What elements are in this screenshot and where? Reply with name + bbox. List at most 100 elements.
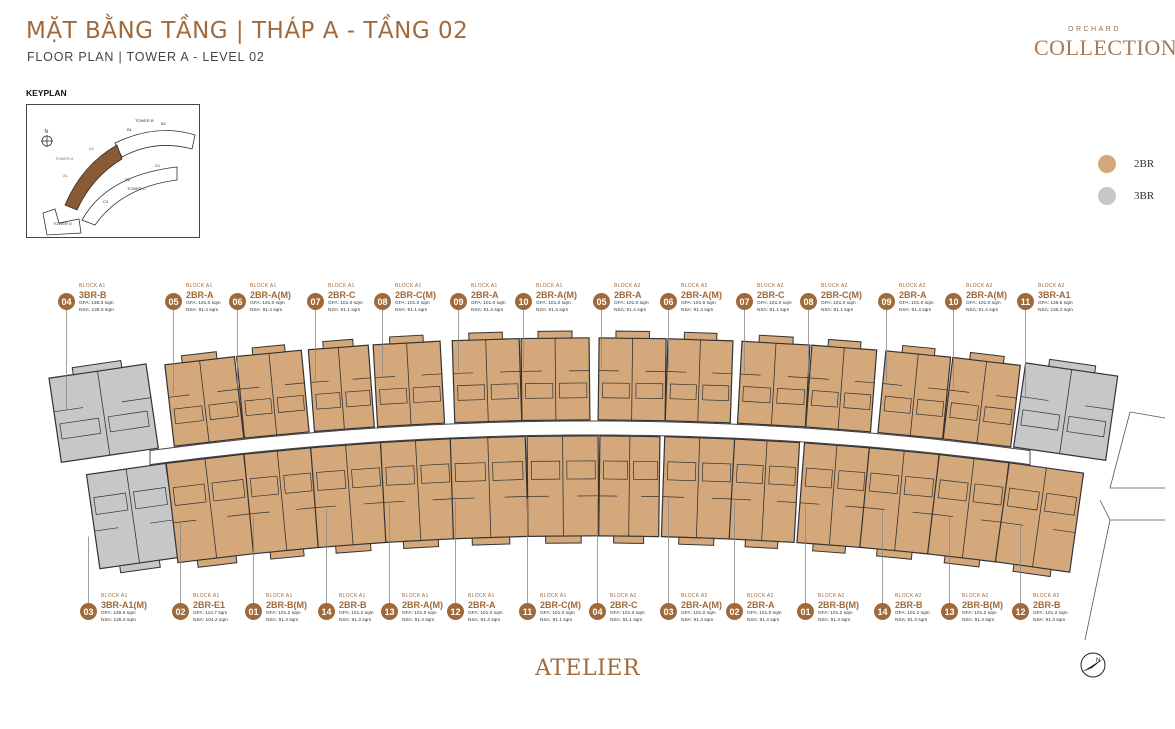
unit-gfa: GFA: 114.7 sqm	[193, 611, 228, 616]
top-unit-1[interactable]	[164, 350, 245, 447]
unit-block: BLOCK A2	[610, 593, 637, 599]
b2-label: B2	[161, 121, 167, 126]
bottom-unit-1[interactable]	[165, 453, 257, 569]
top-unit-8[interactable]	[664, 331, 734, 424]
unit-type: 3BR-B	[79, 290, 107, 300]
unit-number-badge: 07	[736, 293, 753, 310]
bottom-unit-12[interactable]	[926, 453, 1010, 569]
unit-block: BLOCK A1	[250, 283, 277, 289]
unit-type: 2BR-B(M)	[818, 600, 859, 610]
unit-callout: 08 BLOCK A2 2BR-C(M) GFA: 101.0 sqm NSA:…	[800, 283, 862, 314]
bottom-unit-8[interactable]	[660, 436, 736, 546]
unit-gfa: GFA: 101.0 sqm	[610, 611, 645, 616]
bottom-unit-9[interactable]	[728, 438, 801, 550]
unit-number-badge: 06	[660, 293, 677, 310]
top-unit-7[interactable]	[597, 330, 667, 422]
unit-block: BLOCK A1	[328, 283, 355, 289]
bottom-unit-10[interactable]	[796, 442, 870, 555]
unit-block: BLOCK A1	[266, 593, 293, 599]
bottom-unit-7[interactable]	[598, 435, 661, 544]
unit-nsa: NSA: 125.2 sqm	[101, 618, 136, 623]
bottom-unit-2[interactable]	[243, 447, 321, 561]
unit-number-badge: 01	[797, 603, 814, 620]
top-unit-9[interactable]	[736, 334, 811, 428]
unit-gfa: GFA: 101.2 sqm	[266, 611, 301, 616]
unit-nsa: NSA: 126.0 sqm	[79, 308, 114, 313]
unit-type: 3BR-A1	[1038, 290, 1071, 300]
unit-callout: 04 BLOCK A2 2BR-C GFA: 101.0 sqm NSA: 91…	[589, 593, 645, 624]
keyplan-label: KEYPLAN	[26, 88, 67, 98]
a2-label: A2	[89, 146, 95, 151]
tower-b-label: TOWER B	[135, 118, 154, 123]
unit-type: 2BR-A(M)	[402, 600, 443, 610]
legend-item-2br: 2BR	[1098, 148, 1154, 180]
unit-type: 2BR-C(M)	[540, 600, 581, 610]
unit-number-badge: 14	[318, 603, 335, 620]
unit-callout: 02 BLOCK A1 2BR-E1 GFA: 114.7 sqm NSA: 1…	[172, 593, 228, 624]
top-unit-5[interactable]	[451, 331, 523, 424]
bottom-unit-11[interactable]	[859, 447, 940, 561]
legend-label: 2BR	[1134, 158, 1155, 170]
unit-nsa: NSA: 91.4 sqm	[471, 308, 504, 313]
unit-callout: 06 BLOCK A1 2BR-A(M) GFA: 101.0 sqm NSA:…	[229, 283, 291, 314]
legend-swatch-3br	[1098, 187, 1116, 205]
bottom-unit-0[interactable]	[85, 462, 181, 575]
unit-type: 2BR-A(M)	[250, 290, 291, 300]
compass-icon: N	[1080, 652, 1106, 678]
keyplan: N TOWER A TOWER B TOWER C TOWER D A1 A2 …	[26, 104, 200, 238]
unit-number-badge: 05	[165, 293, 182, 310]
unit-number-badge: 14	[874, 603, 891, 620]
unit-number-badge: 13	[941, 603, 958, 620]
unit-gfa: GFA: 101.0 sqm	[681, 301, 716, 306]
unit-callout: 12 BLOCK A1 2BR-A GFA: 101.0 sqm NSA: 91…	[447, 593, 503, 624]
brand-logo-top: ORCHARD	[1068, 26, 1121, 33]
top-unit-10[interactable]	[805, 338, 878, 433]
a1-label: A1	[63, 173, 69, 178]
unit-callout: 09 BLOCK A1 2BR-A GFA: 101.0 sqm NSA: 91…	[450, 283, 506, 314]
top-unit-4[interactable]	[372, 334, 446, 428]
unit-block: BLOCK A2	[757, 283, 784, 289]
unit-gfa: GFA: 101.0 sqm	[899, 301, 934, 306]
tower-c-shape	[81, 166, 178, 226]
unit-type: 2BR-A	[186, 290, 214, 300]
unit-number-badge: 08	[374, 293, 391, 310]
unit-gfa: GFA: 101.0 sqm	[250, 301, 285, 306]
bottom-unit-3[interactable]	[310, 441, 389, 555]
unit-nsa: NSA: 91.4 sqm	[186, 308, 219, 313]
unit-gfa: GFA: 138.3 sqm	[79, 301, 114, 306]
unit-nsa: NSA: 91.4 sqm	[250, 308, 283, 313]
legend-label: 3BR	[1134, 190, 1155, 202]
keyplan-map: N TOWER A TOWER B TOWER C TOWER D A1 A2 …	[41, 118, 196, 236]
top-unit-12[interactable]	[942, 350, 1021, 448]
bottom-unit-5[interactable]	[449, 435, 529, 546]
unit-type: 2BR-B	[339, 600, 367, 610]
c3-label: C3	[103, 199, 109, 204]
unit-block: BLOCK A2	[614, 283, 641, 289]
unit-callout: 07 BLOCK A2 2BR-C GFA: 101.0 sqm NSA: 91…	[736, 283, 792, 314]
unit-type: 2BR-A	[468, 600, 496, 610]
unit-block: BLOCK A1	[395, 283, 422, 289]
top-unit-0[interactable]	[48, 357, 160, 463]
unit-block: BLOCK A2	[895, 593, 922, 599]
unit-number-badge: 09	[878, 293, 895, 310]
top-unit-2[interactable]	[235, 343, 310, 439]
unit-nsa: NSA: 91.4 sqm	[899, 308, 932, 313]
legend: 2BR 3BR	[1098, 148, 1154, 212]
unit-block: BLOCK A1	[468, 593, 495, 599]
bottom-unit-6[interactable]	[526, 435, 600, 544]
top-unit-3[interactable]	[307, 338, 375, 433]
bottom-unit-4[interactable]	[379, 438, 457, 550]
unit-type: 2BR-A	[899, 290, 927, 300]
unit-nsa: NSA: 91.1 sqm	[328, 308, 361, 313]
unit-gfa: GFA: 101.0 sqm	[614, 301, 649, 306]
unit-block: BLOCK A2	[821, 283, 848, 289]
top-unit-11[interactable]	[877, 344, 952, 440]
top-unit-6[interactable]	[520, 330, 591, 422]
unit-nsa: NSA: 91.4 sqm	[536, 308, 569, 313]
unit-type: 2BR-B	[895, 600, 923, 610]
bottom-unit-13[interactable]	[994, 462, 1085, 579]
unit-callout: 03 BLOCK A1 3BR-A1(M) GFA: 136.5 sqm NSA…	[80, 593, 147, 624]
unit-callout: 01 BLOCK A2 2BR-B(M) GFA: 101.2 sqm NSA:…	[797, 593, 859, 624]
tower-b-shape	[114, 130, 196, 158]
top-unit-13[interactable]	[1012, 356, 1119, 461]
